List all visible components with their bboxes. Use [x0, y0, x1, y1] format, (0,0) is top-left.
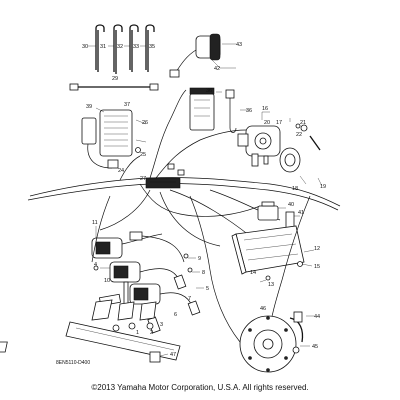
ignition-sensor [169, 33, 236, 78]
callout-21[interactable]: 21 [300, 120, 306, 126]
callout-36[interactable]: 36 [246, 108, 252, 114]
relay-module [189, 87, 248, 133]
callout-15[interactable]: 15 [314, 264, 320, 270]
callout-9[interactable]: 9 [198, 256, 201, 262]
callout-18[interactable]: 18 [292, 186, 298, 192]
callout-17[interactable]: 17 [276, 120, 282, 126]
callout-5[interactable]: 5 [206, 286, 209, 292]
callout-44[interactable]: 44 [314, 314, 320, 320]
callout-39[interactable]: 39 [86, 104, 92, 110]
callout-8[interactable]: 8 [202, 270, 205, 276]
callout-46[interactable]: 46 [260, 306, 266, 312]
callout-42[interactable]: 42 [214, 66, 220, 72]
callout-2[interactable]: 2 [150, 330, 153, 336]
callout-16[interactable]: 16 [262, 106, 268, 112]
callout-14[interactable]: 14 [250, 270, 256, 276]
callout-34[interactable]: 36 [206, 88, 212, 94]
callout-19[interactable]: 19 [320, 184, 326, 190]
callout-26[interactable]: 26 [142, 120, 148, 126]
callout-29[interactable]: 29 [112, 76, 118, 82]
callout-37[interactable]: 37 [124, 102, 130, 108]
callout-1[interactable]: 1 [136, 330, 139, 336]
callout-22[interactable]: 22 [296, 132, 302, 138]
copyright-notice: ©2013 Yamaha Motor Corporation, U.S.A. A… [91, 383, 309, 392]
callout-33[interactable]: 33 [133, 44, 139, 50]
callout-40[interactable]: 40 [288, 202, 294, 208]
spring-pin-set [88, 24, 155, 74]
callout-35[interactable]: 35 [149, 44, 155, 50]
callout-11[interactable]: 11 [92, 220, 98, 226]
callout-45[interactable]: 45 [312, 344, 318, 350]
callout-25[interactable]: 25 [140, 152, 146, 158]
callout-47[interactable]: 47 [170, 352, 176, 358]
crank-sensor-rail-47 [65, 321, 181, 363]
callout-43[interactable]: 43 [236, 42, 242, 48]
callout-30[interactable]: 30 [82, 44, 88, 50]
throttle-position-sensor-assembly [237, 111, 323, 187]
pickup-coil-assembly [239, 311, 314, 373]
voltage-regulator [81, 107, 147, 169]
callout-13[interactable]: 13 [268, 282, 274, 288]
callout-41[interactable]: 41 [298, 210, 304, 216]
coupler-cover [257, 201, 300, 235]
main-wire-harness [27, 89, 341, 247]
callout-4[interactable]: 4 [94, 262, 97, 268]
callout-6[interactable]: 6 [174, 312, 177, 318]
callout-3[interactable]: 3 [160, 322, 163, 328]
callout-32[interactable]: 32 [117, 44, 123, 50]
diagram-code: 8EN5110-D400 [56, 360, 90, 366]
ignition-coil-set [91, 226, 204, 334]
callout-7[interactable]: 7 [188, 296, 191, 302]
callout-12[interactable]: 12 [314, 246, 320, 252]
spark-plug-caps [91, 299, 157, 332]
callout-20[interactable]: 20 [264, 120, 270, 126]
part-callouts: 30 31 32 33 35 43 42 29 36 36 39 37 26 2… [82, 42, 326, 358]
wire-lead-29 [69, 83, 159, 91]
diagram-code-stamp: 8EN5110-D400 [0, 341, 90, 366]
callout-10[interactable]: 10 [104, 278, 110, 284]
callout-31[interactable]: 31 [100, 44, 106, 50]
callout-27[interactable]: 27 [140, 176, 146, 182]
engine-control-unit [231, 225, 315, 283]
callout-24[interactable]: 24 [118, 168, 124, 174]
